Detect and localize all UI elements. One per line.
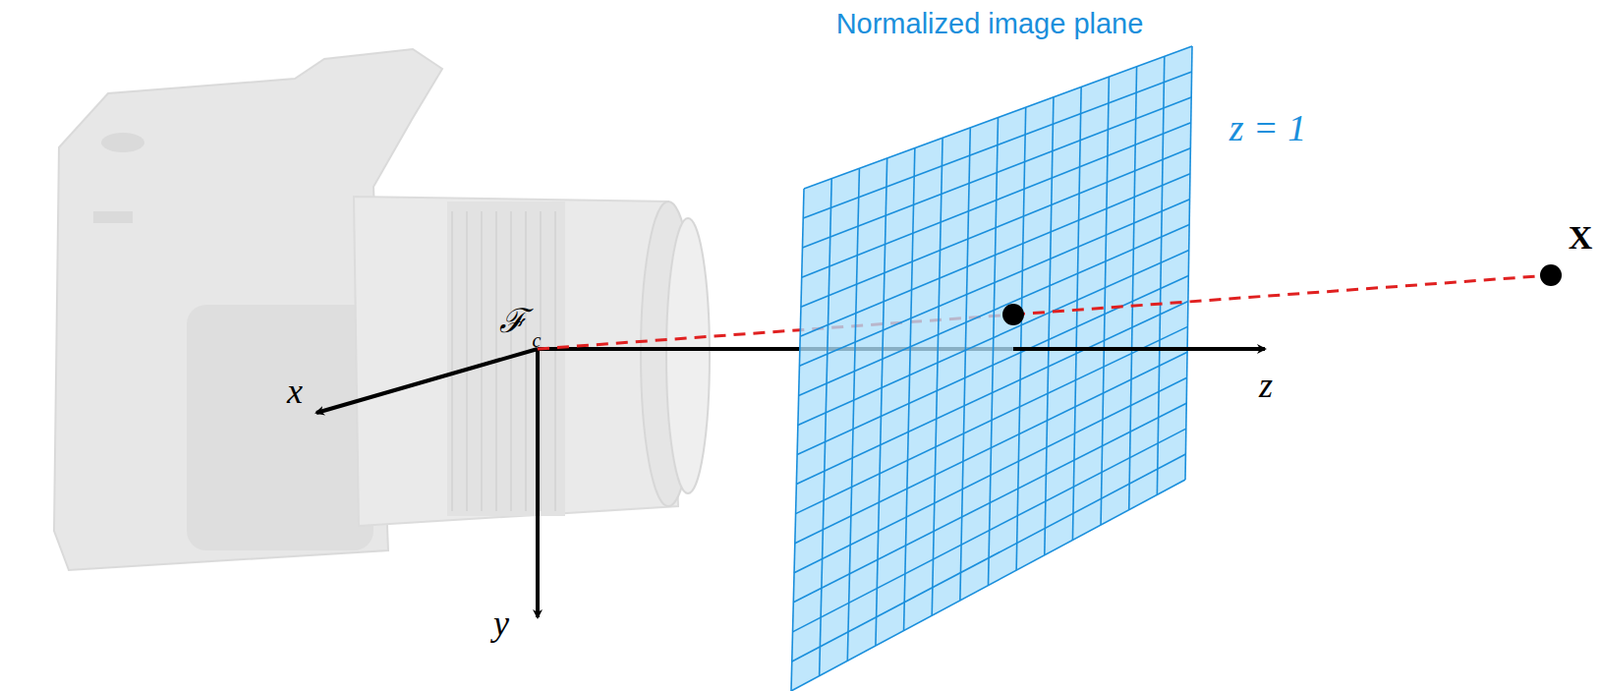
grid-line (847, 168, 859, 661)
camera-body (54, 49, 710, 571)
grid-line (799, 199, 1190, 367)
axis-label: y (493, 605, 510, 641)
projected-point (1002, 303, 1025, 326)
grid-line (797, 275, 1189, 455)
axis-label: x (286, 373, 303, 409)
grid-line (800, 148, 1191, 307)
axis-label: z (1258, 367, 1273, 403)
grid-line (795, 351, 1188, 543)
plane-fill (791, 46, 1193, 691)
grid-line (801, 97, 1192, 248)
z-axis (1013, 346, 1265, 351)
plane-title: Normalized image plane (836, 9, 1144, 39)
grid-line (800, 173, 1191, 338)
grid-line (792, 454, 1187, 662)
x-axis (316, 348, 538, 413)
grid-line (819, 178, 833, 677)
grid-line (960, 127, 971, 601)
grid-line (794, 377, 1188, 573)
frame-symbol: ℱ (499, 303, 527, 338)
plane-equation: z = 1 (1229, 109, 1307, 147)
projection-ray (1013, 275, 1551, 315)
grid-line (1072, 86, 1082, 540)
grid-line (875, 158, 888, 646)
grid-line (799, 225, 1190, 397)
grid-line (1185, 46, 1193, 480)
grid-line (796, 300, 1189, 484)
grid-line (1100, 76, 1109, 525)
frame-subscript: c (532, 330, 542, 350)
grid-line (931, 137, 943, 616)
grid-line (803, 46, 1193, 189)
image-plane (791, 46, 1193, 691)
y-axis (535, 348, 540, 618)
grid-line (1044, 97, 1054, 556)
world-point (1540, 264, 1562, 286)
grid-line (988, 117, 999, 586)
grid-line (791, 188, 804, 691)
grid-line (1016, 107, 1027, 571)
point-label: X (1568, 221, 1594, 255)
grid-line (791, 479, 1186, 691)
grid-line (793, 428, 1187, 632)
grid-line (793, 402, 1187, 603)
grid-line (1156, 56, 1164, 495)
grid-line (798, 250, 1190, 426)
grid-line (1129, 66, 1138, 511)
grid-line (796, 326, 1189, 514)
grid-line (904, 148, 915, 631)
